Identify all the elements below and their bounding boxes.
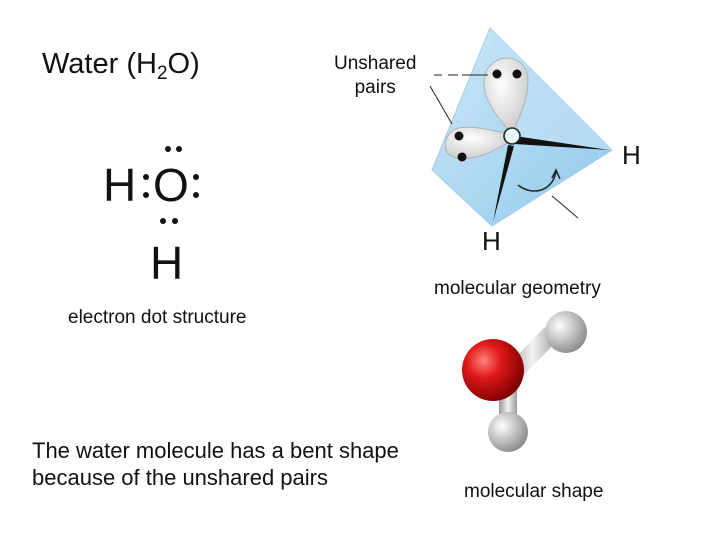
lone-pair-top-dot xyxy=(176,146,182,152)
hydrogen-atom-ball xyxy=(488,412,528,452)
lone-pair-electron xyxy=(512,69,522,79)
bond-wedge-right xyxy=(515,136,609,150)
lewis-h-bottom: H xyxy=(150,237,184,289)
title-prefix: Water (H xyxy=(42,48,157,80)
geometry-h-bottom: H xyxy=(482,226,501,256)
angle-leader-line xyxy=(551,195,579,219)
lone-pair-right-dot xyxy=(193,174,199,180)
molecular-shape-label: molecular shape xyxy=(464,481,604,502)
bond-pair-dot xyxy=(143,174,149,180)
lone-pair-electron xyxy=(457,152,467,162)
caption-line-1: The water molecule has a bent shape xyxy=(32,438,399,463)
callout-line-1: Unshared xyxy=(334,53,417,74)
lone-pair-electron xyxy=(492,69,502,79)
oxygen-atom-ball xyxy=(462,339,524,401)
title-suffix: O) xyxy=(167,48,200,80)
geometry-h-right: H xyxy=(622,140,641,170)
callout-leader-line xyxy=(429,85,453,125)
explanation-caption: The water molecule has a bent shape beca… xyxy=(32,437,399,491)
lone-pair-electron xyxy=(454,131,464,141)
bond-pair-bottom-dot xyxy=(172,218,178,224)
title-subscript: 2 xyxy=(156,63,168,84)
bond-angle-arrowhead xyxy=(551,168,561,180)
unshared-pairs-callout: Unshared pairs xyxy=(334,52,416,100)
bond-angle-arc xyxy=(517,171,557,192)
bond-pair-dot xyxy=(143,192,149,198)
molecular-geometry-label: molecular geometry xyxy=(434,278,601,299)
bond-wedge-bottom xyxy=(493,145,514,222)
caption-line-2: because of the unshared pairs xyxy=(32,465,328,490)
tetrahedron-face xyxy=(490,28,612,150)
electron-dot-label: electron dot structure xyxy=(68,307,247,328)
callout-line-2: pairs xyxy=(354,77,396,98)
lone-pair-right-dot xyxy=(193,192,199,198)
oxygen-center xyxy=(503,127,521,145)
lone-pair-top-dot xyxy=(165,146,171,152)
slide-title: Water (H2O) xyxy=(42,48,200,85)
lewis-o: O xyxy=(153,159,189,211)
electron-dot-structure: H O H xyxy=(95,130,245,290)
hydrogen-atom-ball xyxy=(545,311,587,353)
bond-pair-bottom-dot xyxy=(160,218,166,224)
lewis-h-left: H xyxy=(103,159,137,211)
